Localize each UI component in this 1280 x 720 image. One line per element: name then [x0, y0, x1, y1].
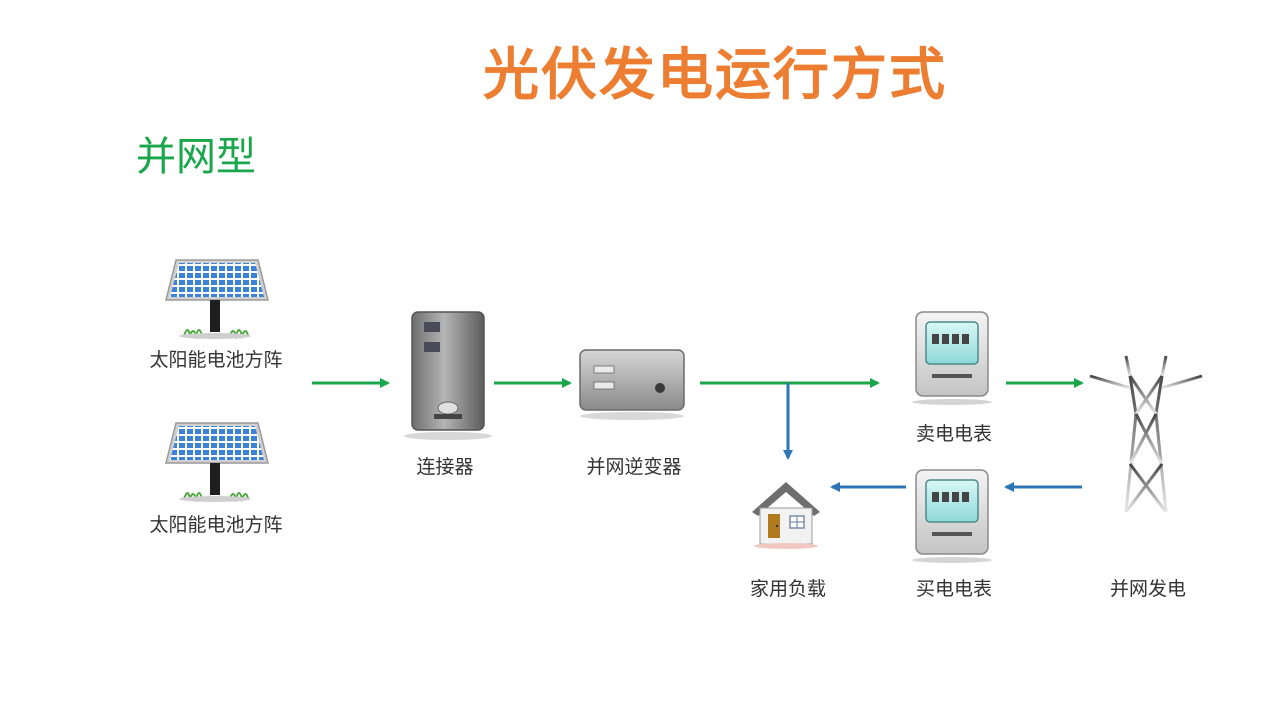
house-icon: [752, 482, 820, 549]
transmission-tower-icon: [1089, 355, 1203, 513]
combiner-box-icon: [404, 311, 492, 440]
label-grid: 并网发电: [1109, 578, 1187, 600]
solar-panel-icon: [165, 259, 269, 340]
label-home-load: 家用负载: [749, 578, 827, 600]
page-subtitle: 并网型: [136, 134, 256, 180]
solar-panel-icon: [165, 422, 269, 503]
label-sell-meter: 卖电电表: [915, 423, 993, 445]
label-solar-array-bottom: 太阳能电池方阵: [149, 514, 283, 536]
label-inverter: 并网逆变器: [586, 456, 682, 478]
label-connector: 连接器: [416, 456, 474, 478]
page-title: 光伏发电运行方式: [483, 43, 947, 108]
inverter-icon: [579, 349, 685, 420]
label-buy-meter: 买电电表: [915, 578, 993, 600]
electric-meter-icon: [912, 311, 992, 405]
electric-meter-icon: [912, 469, 992, 563]
label-solar-array-top: 太阳能电池方阵: [149, 349, 283, 371]
